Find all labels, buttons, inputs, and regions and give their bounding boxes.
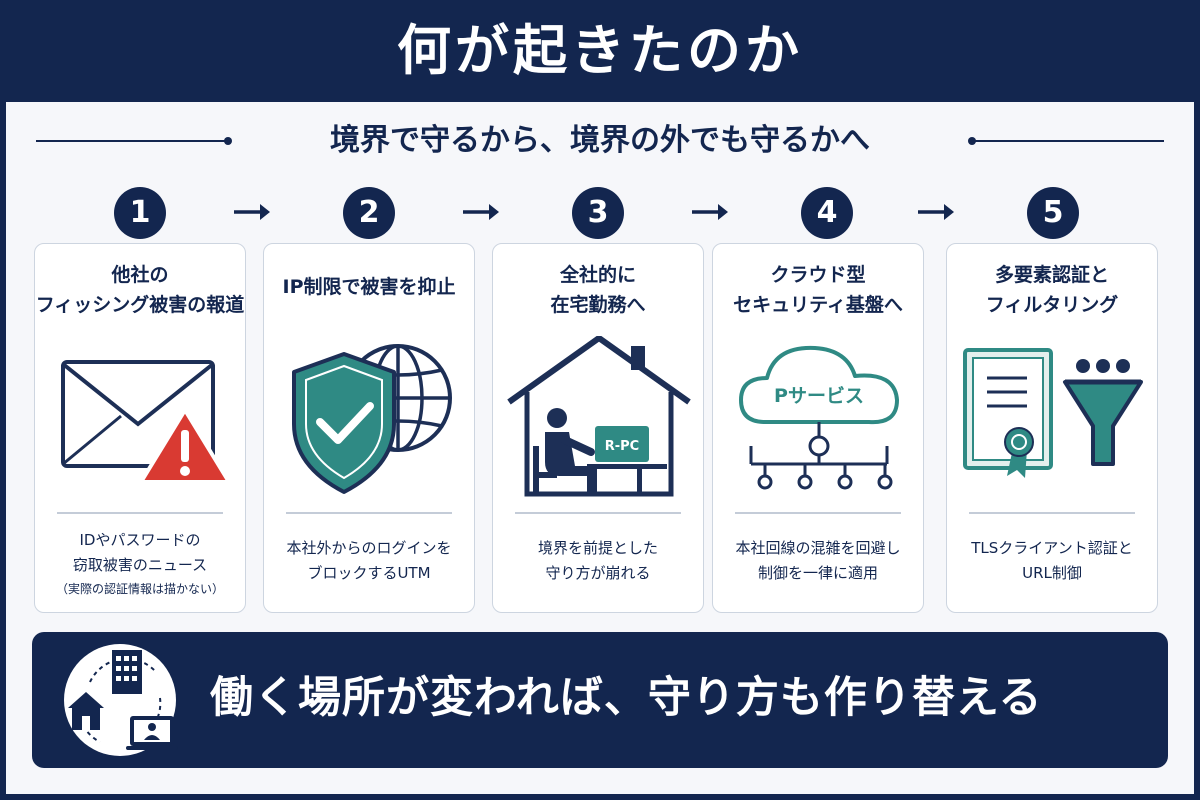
subtitle-row: 境界で守るから、境界の外でも守るかへ <box>36 116 1164 166</box>
card-note: （実際の認証情報は描かない） <box>55 582 224 596</box>
step-number-2: 2 <box>343 187 395 239</box>
subtitle-rule-left <box>36 140 226 142</box>
step-number-1: 1 <box>114 187 166 239</box>
subtitle-dot-left <box>224 137 232 145</box>
card-divider <box>286 512 452 514</box>
subtitle: 境界で守るから、境界の外でも守るかへ <box>330 123 870 158</box>
step-card-2: IP制限で被害を抑止 本社外からのログインを ブロックするUTM <box>263 243 475 613</box>
card-divider <box>969 512 1135 514</box>
card-title-line: IP制限で被害を抑止 <box>282 276 456 298</box>
card-title-line: フィルタリング <box>985 294 1119 316</box>
arrow-right-icon <box>692 204 728 220</box>
card-title: 全社的に 在宅勤務へ <box>493 260 703 320</box>
card-divider <box>515 512 681 514</box>
card-title: 多要素認証と フィルタリング <box>947 260 1157 320</box>
envelope-warning-icon <box>61 360 231 484</box>
card-desc-line: 制御を一律に適用 <box>757 564 878 582</box>
card-divider <box>57 512 223 514</box>
card-divider <box>735 512 901 514</box>
card-title-line: 全社的に <box>559 264 636 286</box>
card-title-line: クラウド型 <box>770 264 866 286</box>
card-desc-line: 本社回線の混雑を回避し <box>735 539 901 557</box>
shield-globe-icon <box>292 344 452 494</box>
page-title: 何が起きたのか <box>397 19 803 82</box>
card-desc-line: 窃取被害のニュース <box>72 556 208 574</box>
subtitle-dot-right <box>968 137 976 145</box>
step-number-3: 3 <box>572 187 624 239</box>
card-desc-line: 境界を前提とした <box>537 539 658 557</box>
arrow-right-icon <box>918 204 954 220</box>
header-bar: 何が起きたのか <box>0 0 1200 102</box>
subtitle-rule-right <box>974 140 1164 142</box>
conclusion-text: 働く場所が変われば、守り方も作り替える <box>210 673 1043 723</box>
card-title: クラウド型 セキュリティ基盤へ <box>713 260 923 320</box>
home-office-icon: R-PC <box>507 336 691 497</box>
card-title-line: 在宅勤務へ <box>550 294 646 316</box>
card-title-line: 多要素認証と <box>994 264 1109 286</box>
step-card-1: 他社の フィッシング被害の報道 IDやパスワードの 窃取被害のニュース （実際の… <box>34 243 246 613</box>
card-description: TLSクライアント認証と URL制御 <box>947 536 1157 586</box>
arrow-right-icon <box>463 204 499 220</box>
card-desc-line: 本社外からのログインを <box>286 539 452 557</box>
card-title: 他社の フィッシング被害の報道 <box>35 260 245 320</box>
arrow-right-icon <box>234 204 270 220</box>
step-card-5: 多要素認証と フィルタリング TLSクライアント認証と URL制御 <box>946 243 1158 613</box>
cloud-label: Pサービス <box>774 385 864 407</box>
card-desc-line: IDやパスワードの <box>79 531 201 549</box>
card-desc-line: ブロックするUTM <box>307 564 431 582</box>
certificate-filter-icon <box>963 348 1143 478</box>
card-description: 境界を前提とした 守り方が崩れる <box>493 536 703 586</box>
card-description: IDやパスワードの 窃取被害のニュース （実際の認証情報は描かない） <box>35 528 245 600</box>
card-title-line: フィッシング被害の報道 <box>35 294 245 316</box>
card-desc-line: TLSクライアント認証と <box>971 539 1133 557</box>
screen-label: R-PC <box>605 439 639 454</box>
step-card-3: 全社的に 在宅勤務へ R-PC 境界を前提とした 守り方が崩れる <box>492 243 704 613</box>
card-description: 本社外からのログインを ブロックするUTM <box>264 536 474 586</box>
card-desc-line: URL制御 <box>1022 564 1082 582</box>
card-title: IP制限で被害を抑止 <box>264 272 474 302</box>
card-description: 本社回線の混雑を回避し 制御を一律に適用 <box>713 536 923 586</box>
step-card-4: クラウド型 セキュリティ基盤へ Pサービス 本社回線の混雑を回避し 制御を一律に… <box>712 243 924 613</box>
step-number-5: 5 <box>1027 187 1079 239</box>
card-desc-line: 守り方が崩れる <box>545 564 651 582</box>
card-title-line: 他社の <box>111 264 169 286</box>
workplaces-icon <box>64 644 178 756</box>
conclusion-banner: 働く場所が変われば、守り方も作り替える <box>32 632 1168 768</box>
cloud-network-icon: Pサービス <box>739 345 899 490</box>
card-title-line: セキュリティ基盤へ <box>733 294 903 316</box>
step-number-4: 4 <box>801 187 853 239</box>
